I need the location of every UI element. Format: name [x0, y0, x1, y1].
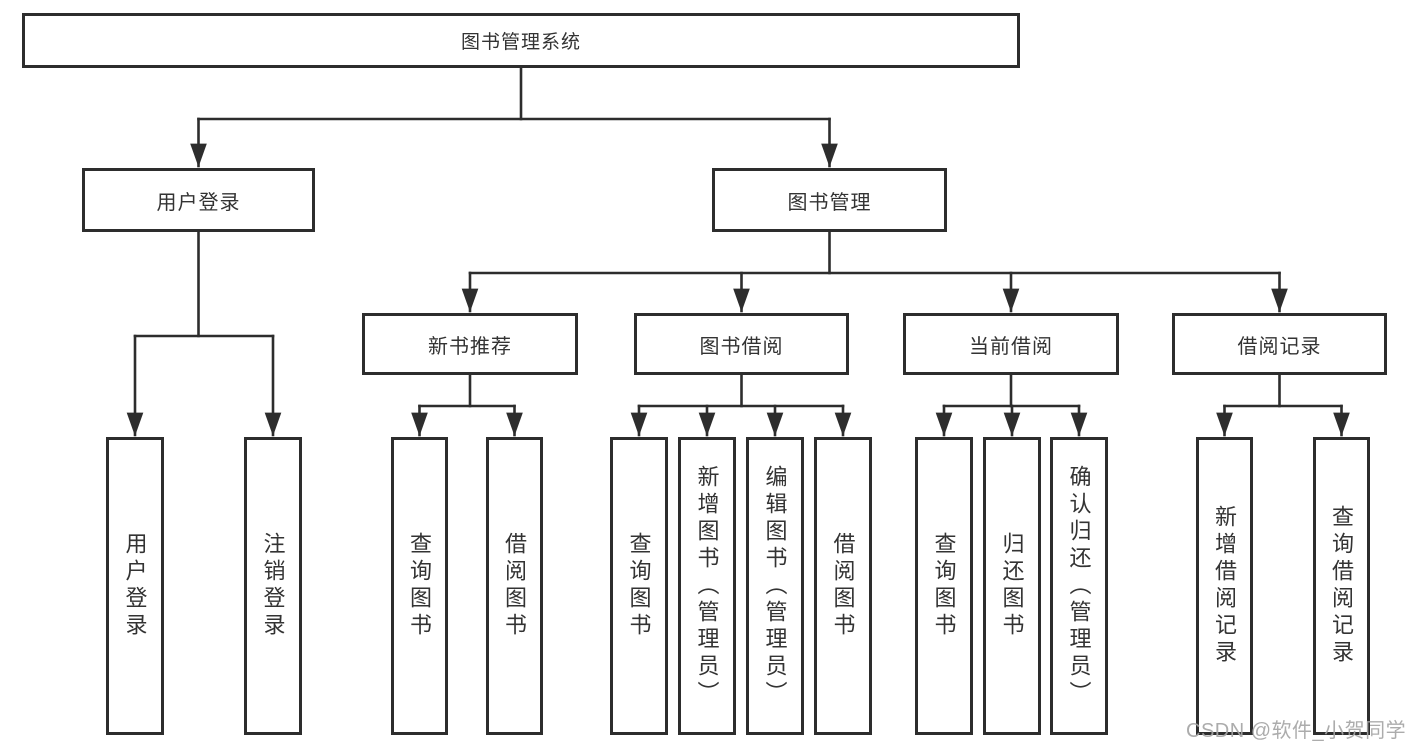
node-leaf-query-books-3: 查询图书: [915, 437, 973, 735]
edge-book-borrow-to-leaves: [630, 373, 852, 437]
node-current-borrowing: 当前借阅: [903, 313, 1119, 375]
edge-current-borrow-to-leaves: [935, 373, 1088, 437]
node-leaf-user-login: 用户登录: [106, 437, 164, 735]
node-leaf-add-books-admin: 新增图书（管理员）: [678, 437, 736, 735]
edge-new-book-rec-to-leaves: [411, 373, 523, 437]
edge-borrow-records-to-leaves: [1216, 373, 1350, 437]
node-leaf-borrow-books-2: 借阅图书: [814, 437, 872, 735]
node-new-book-recommendation: 新书推荐: [362, 313, 578, 375]
node-leaf-edit-books-admin: 编辑图书（管理员）: [746, 437, 804, 735]
node-leaf-borrow-books-1: 借阅图书: [486, 437, 543, 735]
node-leaf-query-books-2: 查询图书: [610, 437, 668, 735]
csdn-watermark: CSDN @软件_小贺同学: [1186, 720, 1405, 742]
node-leaf-query-books-1: 查询图书: [391, 437, 448, 735]
node-book-borrowing: 图书借阅: [634, 313, 849, 375]
node-user-login: 用户登录: [82, 168, 315, 232]
edge-user-login-to-leaves: [126, 230, 282, 437]
node-leaf-confirm-return-admin: 确认归还（管理员）: [1050, 437, 1108, 735]
node-leaf-add-borrow-record: 新增借阅记录: [1196, 437, 1253, 735]
edge-root-to-level2: [190, 66, 838, 168]
node-book-management: 图书管理: [712, 168, 947, 232]
node-leaf-return-books: 归还图书: [983, 437, 1041, 735]
edge-book-mgmt-to-level3: [461, 230, 1288, 313]
node-library-management-system: 图书管理系统: [22, 13, 1020, 68]
node-leaf-query-borrow-record: 查询借阅记录: [1313, 437, 1370, 735]
node-leaf-logout: 注销登录: [244, 437, 302, 735]
node-borrowing-records: 借阅记录: [1172, 313, 1387, 375]
